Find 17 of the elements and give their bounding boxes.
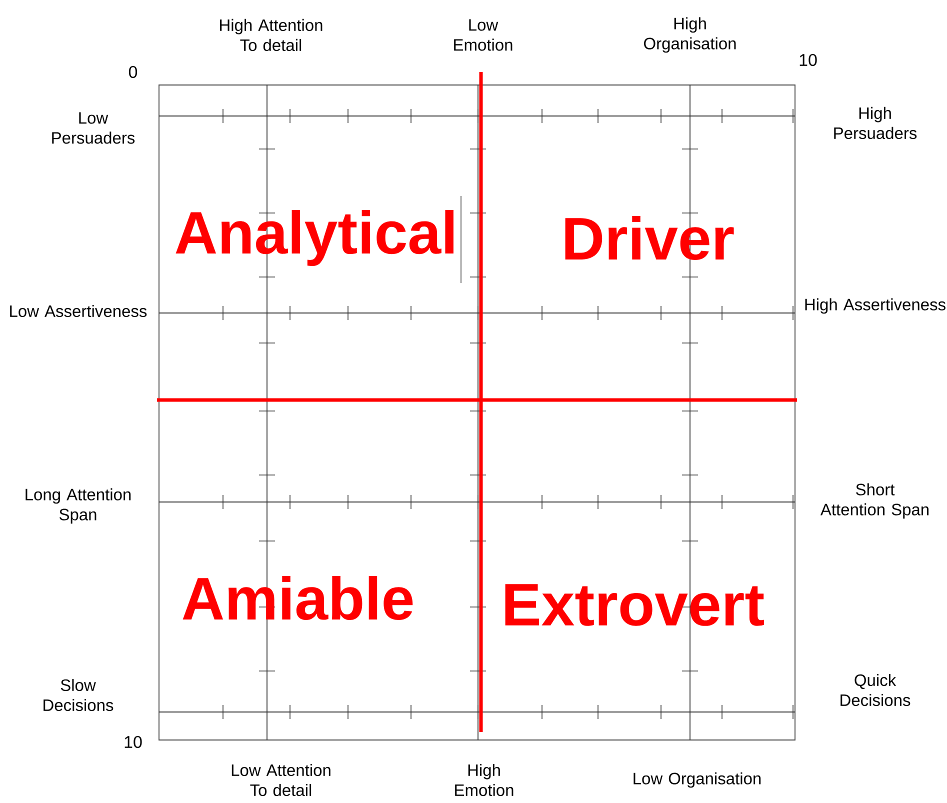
axis-label: High Organisation <box>644 17 736 53</box>
scale-number: 0 <box>128 66 138 78</box>
axis-label: Quick Decisions <box>840 674 910 706</box>
axis-label: High Emotion <box>455 764 514 796</box>
axis-label: High Persuaders <box>834 106 917 140</box>
axis-label: Low Emotion <box>454 19 512 51</box>
scale-number: 10 <box>124 736 142 748</box>
axis-label: High Assertiveness <box>805 298 946 314</box>
axis-label: Long Attention Span <box>26 488 131 524</box>
axis-label: Short Attention Span <box>820 483 928 519</box>
axis-label: Low Attention To detail <box>232 764 330 796</box>
scale-number: 10 <box>800 54 817 66</box>
axis-label: Low Assertiveness <box>10 304 147 318</box>
axis-label: Low Persuaders <box>52 112 135 144</box>
axis-label: Slow Decisions <box>44 678 114 712</box>
axis-label: Low Organisation <box>634 772 761 788</box>
axis-label: High Attention To detail <box>220 18 322 52</box>
